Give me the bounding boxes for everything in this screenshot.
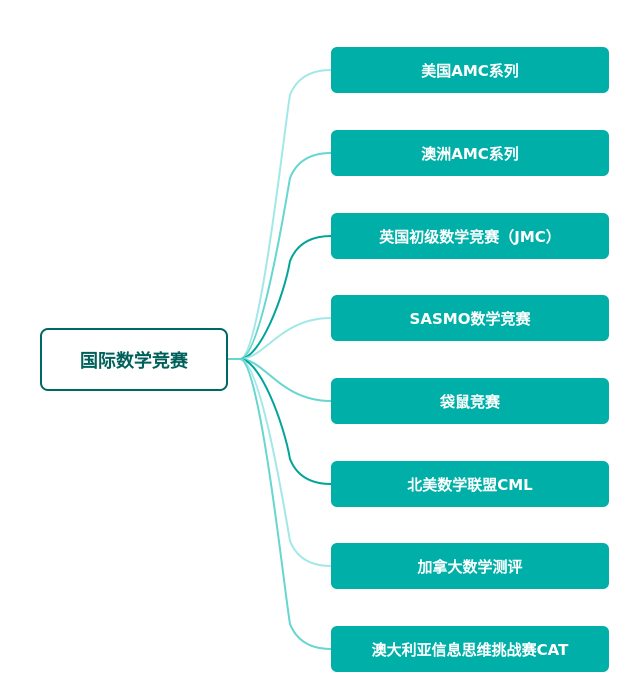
child-topic[interactable]: SASMO数学竞赛 <box>331 295 609 341</box>
child-topic[interactable]: 加拿大数学测评 <box>331 543 609 589</box>
child-topic[interactable]: 北美数学联盟CML <box>331 461 609 507</box>
child-topic[interactable]: 澳洲AMC系列 <box>331 130 609 176</box>
branch-link <box>227 358 332 567</box>
branch-link <box>239 317 332 360</box>
branch-link <box>227 358 332 485</box>
child-topic-label: 澳洲AMC系列 <box>421 144 519 163</box>
child-topic[interactable]: 袋鼠竞赛 <box>331 378 609 424</box>
root-topic-label: 国际数学竞赛 <box>80 350 188 372</box>
branch-link <box>239 358 332 402</box>
child-topic-label: 北美数学联盟CML <box>407 475 533 494</box>
branch-link <box>227 69 332 360</box>
child-topic-label: 英国初级数学竞赛（JMC） <box>379 227 561 246</box>
child-topic[interactable]: 澳大利亚信息思维挑战赛CAT <box>331 626 609 672</box>
child-topic-label: SASMO数学竞赛 <box>409 309 531 328</box>
child-topic-label: 袋鼠竞赛 <box>439 392 500 411</box>
child-topic-label: 加拿大数学测评 <box>417 557 523 576</box>
child-topic[interactable]: 美国AMC系列 <box>331 47 609 93</box>
child-topic-label: 澳大利亚信息思维挑战赛CAT <box>371 640 569 659</box>
child-topic[interactable]: 英国初级数学竞赛（JMC） <box>331 213 609 259</box>
branch-link <box>227 358 332 650</box>
child-topic-label: 美国AMC系列 <box>421 61 519 80</box>
root-topic[interactable]: 国际数学竞赛 <box>40 328 228 391</box>
branch-link <box>227 235 332 360</box>
branch-link <box>227 152 332 360</box>
